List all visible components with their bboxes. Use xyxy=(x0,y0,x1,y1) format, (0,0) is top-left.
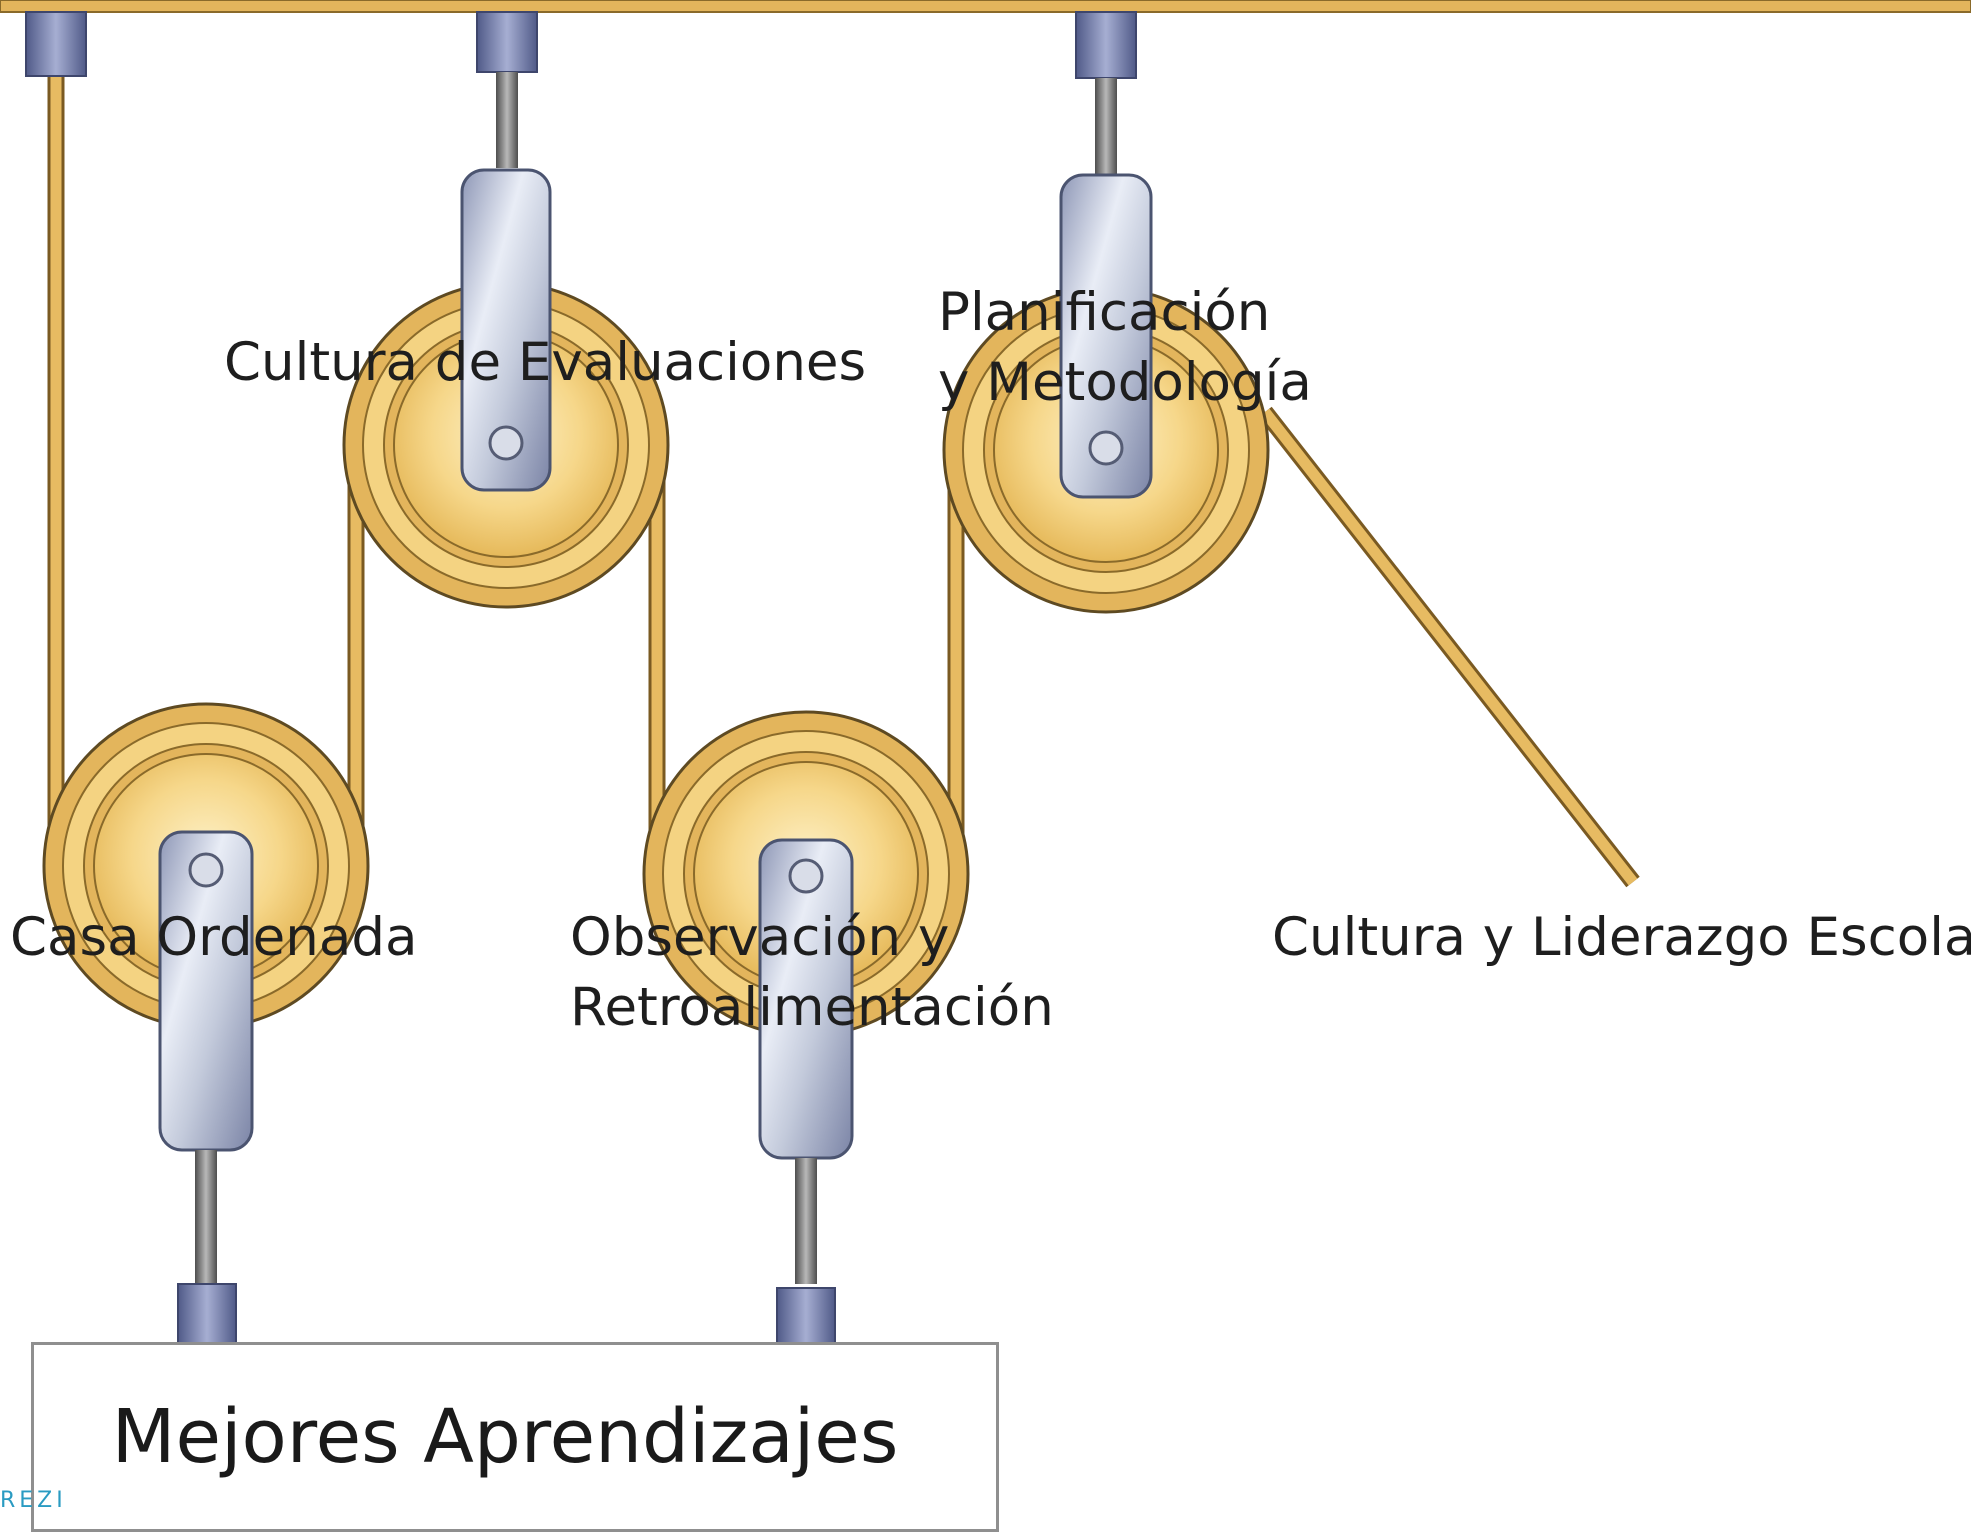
watermark-logo: REZI xyxy=(0,1488,67,1513)
rod xyxy=(195,1150,217,1284)
pulley-observacion-retroalimentacion xyxy=(642,710,970,1160)
ceiling-bar xyxy=(0,0,1971,13)
pulley-label-planificacion-metodologia: Planificación y Metodología xyxy=(938,278,1312,418)
rod xyxy=(1095,78,1117,176)
anchor-cap xyxy=(1075,11,1137,79)
load-label: Mejores Aprendizajes xyxy=(111,1394,899,1480)
rod xyxy=(496,72,518,168)
load-connector xyxy=(776,1287,836,1345)
rope xyxy=(47,70,1640,888)
pulley-label-observacion-retroalimentacion: Observación y Retroalimentación xyxy=(570,903,1054,1043)
anchor-cap xyxy=(25,11,87,77)
pulley-planificacion-metodologia xyxy=(942,173,1270,614)
label-line: Retroalimentación xyxy=(570,977,1054,1038)
label-line: y Metodología xyxy=(938,352,1312,413)
label-line: Observación y xyxy=(570,907,950,968)
pulley-casa-ordenada xyxy=(42,702,370,1152)
pulley-label-casa-ordenada: Casa Ordenada xyxy=(10,907,418,968)
load-connector xyxy=(177,1283,237,1345)
rope-end-label: Cultura y Liderazgo Escolar xyxy=(1272,907,1971,968)
anchor-cap xyxy=(476,11,538,73)
pulley-cultura-evaluaciones xyxy=(342,168,670,609)
rod xyxy=(795,1158,817,1284)
pulley-label-cultura-evaluaciones: Cultura de Evaluaciones xyxy=(224,332,867,393)
label-line: Planificación xyxy=(938,282,1271,343)
load-box: Mejores Aprendizajes xyxy=(31,1342,999,1532)
